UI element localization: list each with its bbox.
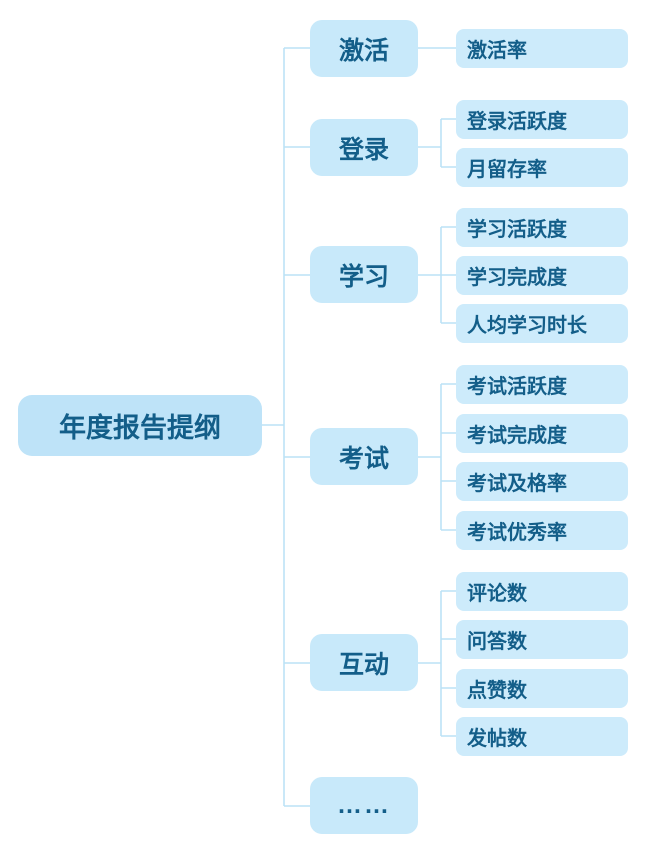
leaf-label: 评论数 bbox=[467, 583, 527, 605]
leaf-node-exam-activity[interactable]: 考试活跃度 bbox=[456, 365, 628, 404]
leaf-label: 发帖数 bbox=[467, 728, 527, 750]
leaf-node-login-activity[interactable]: 登录活跃度 bbox=[456, 100, 628, 139]
connector-group-login bbox=[418, 118, 456, 168]
root-node-label: 年度报告提纲 bbox=[59, 413, 221, 443]
leaf-node-qa-count[interactable]: 问答数 bbox=[456, 620, 628, 659]
branch-label: 登录 bbox=[338, 135, 389, 164]
branch-node-activation[interactable]: 激活 bbox=[310, 20, 418, 77]
leaf-label: 问答数 bbox=[467, 631, 527, 653]
branch-label: 考试 bbox=[338, 444, 389, 473]
leaf-node-learning-activity[interactable]: 学习活跃度 bbox=[456, 208, 628, 247]
leaf-label: 考试活跃度 bbox=[467, 376, 567, 398]
connector-group-learning bbox=[418, 226, 456, 324]
leaf-label: 考试及格率 bbox=[467, 473, 567, 495]
branch-label: 激活 bbox=[338, 36, 389, 65]
leaf-label: 激活率 bbox=[467, 40, 527, 62]
branch-label: 互动 bbox=[338, 650, 389, 679]
branch-node-learning[interactable]: 学习 bbox=[310, 246, 418, 303]
branch-node-interaction[interactable]: 互动 bbox=[310, 634, 418, 691]
leaf-label: 考试优秀率 bbox=[467, 522, 567, 544]
leaf-node-activation-rate[interactable]: 激活率 bbox=[456, 29, 628, 68]
leaf-node-comment-count[interactable]: 评论数 bbox=[456, 572, 628, 611]
leaf-label: 人均学习时长 bbox=[467, 315, 587, 337]
branch-node-exam[interactable]: 考试 bbox=[310, 428, 418, 485]
leaf-label: 登录活跃度 bbox=[467, 111, 567, 133]
branch-node-login[interactable]: 登录 bbox=[310, 119, 418, 176]
leaf-label: 学习完成度 bbox=[467, 267, 567, 289]
leaf-node-exam-excellence-rate[interactable]: 考试优秀率 bbox=[456, 511, 628, 550]
leaf-label: 点赞数 bbox=[467, 680, 527, 702]
leaf-label: 学习活跃度 bbox=[467, 219, 567, 241]
branch-label: 学习 bbox=[338, 262, 389, 291]
leaf-node-avg-learning-time[interactable]: 人均学习时长 bbox=[456, 304, 628, 343]
leaf-node-monthly-retention-rate[interactable]: 月留存率 bbox=[456, 148, 628, 187]
leaf-node-like-count[interactable]: 点赞数 bbox=[456, 669, 628, 708]
leaf-node-exam-completion[interactable]: 考试完成度 bbox=[456, 414, 628, 453]
leaf-node-post-count[interactable]: 发帖数 bbox=[456, 717, 628, 756]
connector-group-exam bbox=[418, 383, 456, 531]
connector-group-interaction bbox=[418, 590, 456, 737]
root-node-annual-report-outline[interactable]: 年度报告提纲 bbox=[18, 395, 262, 456]
leaf-node-learning-completion[interactable]: 学习完成度 bbox=[456, 256, 628, 295]
leaf-node-exam-pass-rate[interactable]: 考试及格率 bbox=[456, 462, 628, 501]
leaf-label: 考试完成度 bbox=[467, 425, 567, 447]
branch-node-more-ellipsis[interactable]: …… bbox=[310, 777, 418, 834]
leaf-label: 月留存率 bbox=[467, 159, 547, 181]
branch-label: …… bbox=[337, 791, 391, 819]
